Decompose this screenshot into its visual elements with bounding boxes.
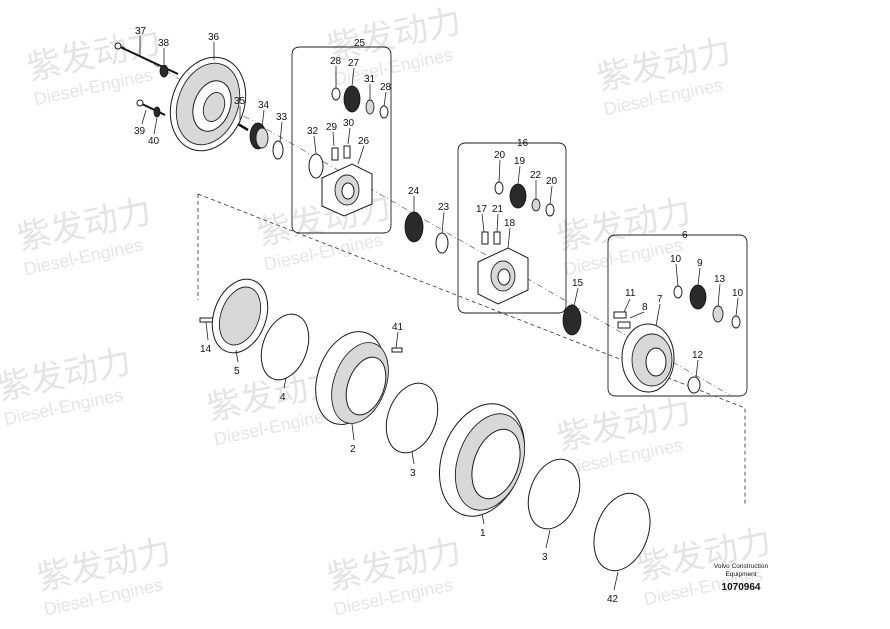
part-pin-21 [493,231,501,245]
callout-10b: 10 [732,288,744,299]
callout-27: 27 [348,58,360,69]
callout-38: 38 [158,38,170,49]
part-pin-41 [391,347,403,353]
callout-21: 21 [492,204,504,215]
part-pin-35 [237,122,249,132]
part-seal-4 [260,313,310,381]
callout-42: 42 [607,594,619,605]
leader-lines [139,36,739,591]
part-pin-30 [343,145,351,159]
callout-28: 28 [330,56,342,67]
callout-28b: 28 [380,82,392,93]
part-cover-36 [169,56,247,152]
part-washer-12 [687,376,701,394]
callout-34: 34 [258,100,270,111]
callout-18: 18 [504,218,516,229]
part-bearing-31 [365,99,375,115]
callout-36: 36 [208,32,220,43]
callouts: 37 38 36 35 34 33 39 40 32 29 30 26 25 2… [134,26,744,605]
callout-30: 30 [343,118,355,129]
callout-17: 17 [476,204,488,215]
part-nut-38 [159,64,169,78]
part-carrier-26 [321,163,373,217]
callout-8: 8 [642,302,648,313]
part-ring-gear-2 [315,331,389,425]
callout-35: 35 [234,96,246,107]
callout-20b: 20 [546,176,558,187]
credit-line-2: Equipment [725,571,756,578]
part-ring-32 [308,153,324,179]
part-bearing-3b [527,458,581,530]
part-gear-24 [404,211,424,243]
callout-25: 25 [354,38,366,49]
callout-29: 29 [326,122,338,133]
callout-39: 39 [134,126,146,137]
credit-line-1: Volvo Construction [714,563,769,570]
part-ring-33 [272,140,284,160]
part-washer-10b [731,315,741,329]
callout-23: 23 [438,202,450,213]
part-washer-28 [331,87,341,101]
callout-31: 31 [364,74,376,85]
callout-7: 7 [657,294,663,305]
callout-24: 24 [408,186,420,197]
group-box-16 [457,142,567,314]
part-washer-28b [379,105,389,119]
dashed-housing-outline [197,193,746,505]
callout-33: 33 [276,112,288,123]
part-gear-9 [689,284,707,310]
callout-12: 12 [692,350,704,361]
part-housing-1 [438,403,526,517]
part-washer-20 [494,181,504,195]
part-carrier-18 [477,247,529,305]
callout-13: 13 [714,274,726,285]
callout-10: 10 [670,254,682,265]
watermark-layer: 紫发动力 Diesel-Engines 紫发动力 Diesel-Engines … [0,1,775,619]
callout-32: 32 [307,126,319,137]
callout-14: 14 [200,344,212,355]
part-bolt-39 [136,99,166,118]
part-bearing-5 [211,278,269,354]
part-washer-10 [673,285,683,299]
callout-40: 40 [148,136,160,147]
callout-9: 9 [697,258,703,269]
callout-26: 26 [358,136,370,147]
credit-block: Volvo Construction Equipment 1070964 [714,563,769,593]
callout-2: 2 [350,444,356,455]
callout-1: 1 [480,528,486,539]
part-washer-23 [435,232,449,254]
part-gear-27 [343,85,361,113]
callout-37: 37 [135,26,147,37]
part-carrier-7 [621,323,675,393]
part-washer-20b [545,203,555,217]
group-box-25 [291,46,392,234]
callout-5: 5 [234,366,240,377]
part-bearing-3 [385,382,439,454]
part-seal-42 [593,492,651,572]
part-pin-11 [617,321,631,329]
callout-22: 22 [530,170,542,181]
callout-20: 20 [494,150,506,161]
part-pin-8 [613,311,627,319]
callout-3b: 3 [542,552,548,563]
callout-41: 41 [392,322,404,333]
part-bearing-22 [531,198,541,212]
callout-16: 16 [517,138,529,149]
part-gear-34 [249,122,269,150]
group-box-6 [607,234,748,397]
part-gear-19 [509,183,527,209]
part-bearing-13 [712,305,724,323]
callout-6: 6 [682,230,688,241]
part-pin-29 [331,147,339,161]
drawing-number: 1070964 [722,582,761,593]
callout-11: 11 [625,288,636,299]
callout-19: 19 [514,156,526,167]
callout-4: 4 [280,392,286,403]
part-pin-17 [481,231,489,245]
part-gear-15 [562,304,582,336]
callout-3: 3 [410,468,416,479]
callout-15: 15 [572,278,584,289]
